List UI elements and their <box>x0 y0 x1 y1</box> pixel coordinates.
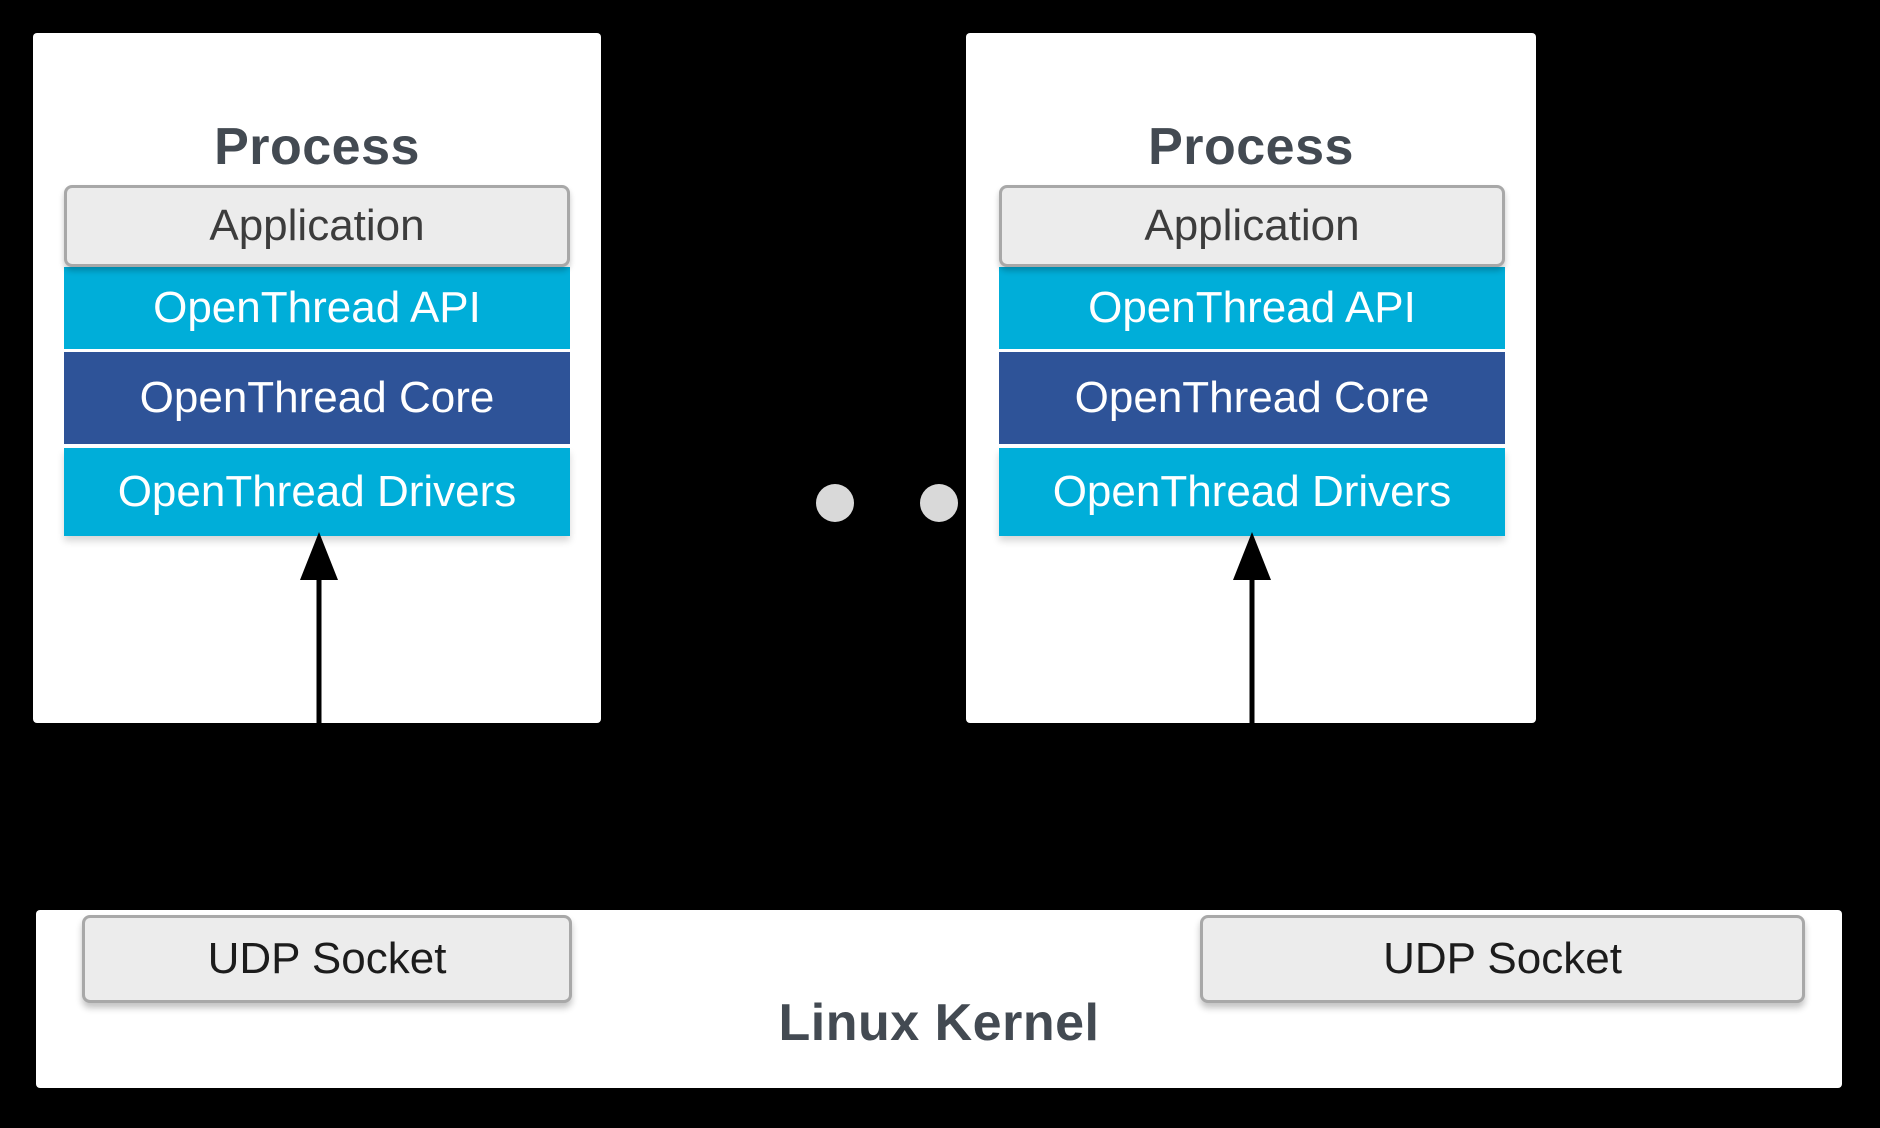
layer-label-openthread-api-right: OpenThread API <box>1088 283 1416 332</box>
ellipsis-dot-2 <box>920 484 958 522</box>
layer-application-left: Application <box>64 185 570 267</box>
process-title-right: Process <box>1148 118 1354 176</box>
layer-openthread-api-right: OpenThread API <box>999 267 1505 349</box>
udp-socket-box-right: UDP Socket <box>1200 915 1805 1003</box>
layer-openthread-drivers-right: OpenThread Drivers <box>999 448 1505 536</box>
udp-socket-box-left: UDP Socket <box>82 915 572 1003</box>
layer-label-application-left: Application <box>209 201 425 250</box>
layer-openthread-drivers-left: OpenThread Drivers <box>64 448 570 536</box>
layer-label-openthread-drivers-right: OpenThread Drivers <box>1052 467 1452 516</box>
udp-socket-label-left: UDP Socket <box>207 934 447 983</box>
arrow-up-icon-right <box>1233 532 1271 726</box>
arrow-up-icon-left <box>300 532 338 726</box>
layer-label-openthread-core-left: OpenThread Core <box>139 373 495 422</box>
layer-label-application-right: Application <box>1144 201 1360 250</box>
layer-openthread-core-left: OpenThread Core <box>64 352 570 444</box>
layer-label-openthread-api-left: OpenThread API <box>153 283 481 332</box>
layer-label-openthread-core-right: OpenThread Core <box>1074 373 1430 422</box>
process-title-left: Process <box>214 118 420 176</box>
layer-application-right: Application <box>999 185 1505 267</box>
layer-openthread-api-left: OpenThread API <box>64 267 570 349</box>
layer-openthread-core-right: OpenThread Core <box>999 352 1505 444</box>
ellipsis-dot-1 <box>816 484 854 522</box>
layer-label-openthread-drivers-left: OpenThread Drivers <box>117 467 517 516</box>
kernel-title: Linux Kernel <box>778 994 1100 1052</box>
udp-socket-label-right: UDP Socket <box>1383 934 1622 983</box>
